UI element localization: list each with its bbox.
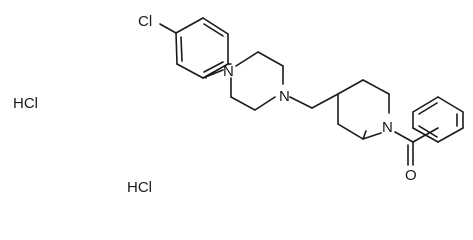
piperidine-ring: [337, 79, 390, 140]
piperazine-ring: [205, 51, 284, 111]
carbonyl-o-label: O: [405, 167, 417, 184]
piperidine-n-label: N: [382, 119, 393, 136]
c-cl-bond: [159, 23, 177, 34]
piperazine-n2-label: N: [279, 88, 290, 105]
structure-canvas: Cl N N N O HCl HCl: [13, 13, 464, 196]
hcl-salt-2: HCl: [127, 179, 152, 196]
molecule-drawing: Cl N N N O HCl HCl: [13, 13, 464, 196]
chlorine-label: Cl: [138, 13, 152, 30]
benzoyl-ring: [412, 96, 464, 143]
ethyl-linker: [289, 93, 339, 109]
chlorophenyl-ring: [175, 17, 229, 79]
piperazine-n1-label: N: [223, 63, 234, 80]
hcl-salt-1: HCl: [13, 95, 38, 112]
aryl-to-piperazine-bond: [202, 69, 224, 79]
carbonyl-double-bond: [407, 141, 414, 166]
n-carbonyl-bond: [394, 131, 414, 143]
